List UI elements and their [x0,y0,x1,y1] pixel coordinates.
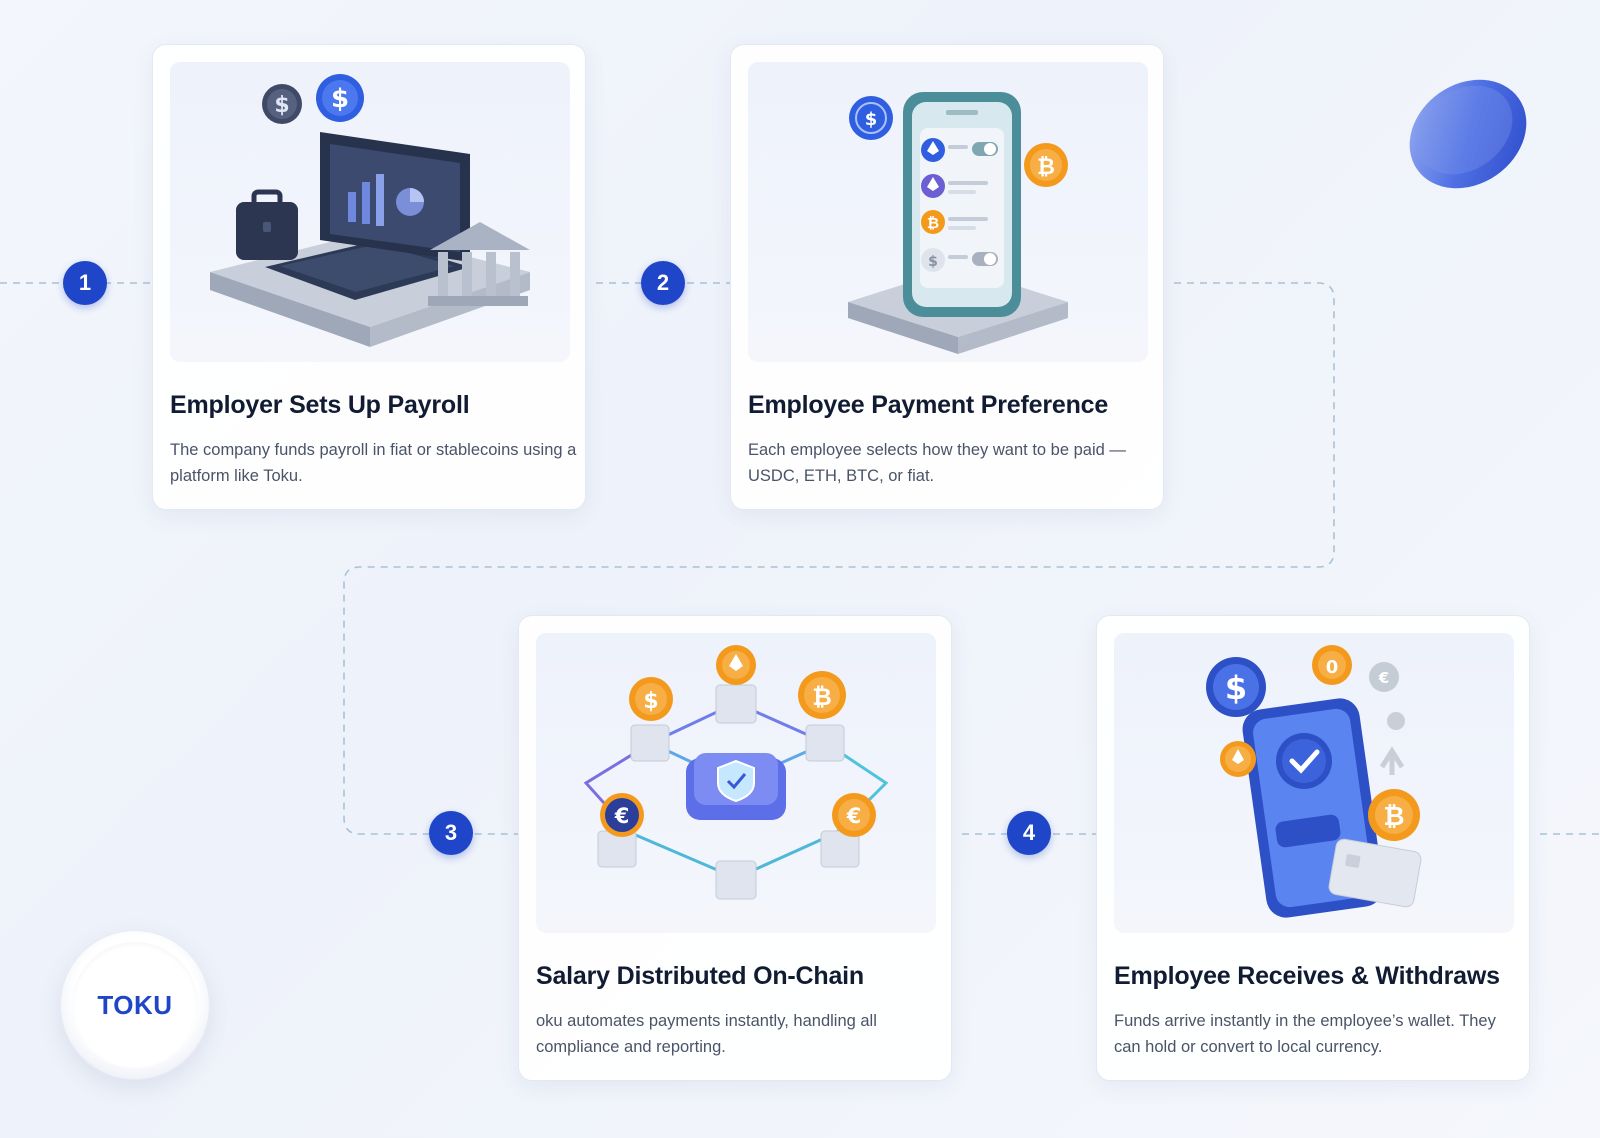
svg-text:$: $ [928,254,938,270]
step-4-badge: 4 [1007,811,1051,855]
toku-logo: TOKU [60,930,210,1080]
dollar-coin-icon: $ [1206,657,1266,717]
bitcoin-coin-icon: ₿ [798,671,846,719]
step-description: oku automates payments instantly, handli… [536,1008,944,1060]
payroll-setup-illustration: $ $ [170,62,570,362]
step-2-badge: 2 [641,261,685,305]
svg-text:$: $ [331,84,349,114]
step-title: Employee Payment Preference [748,391,1153,420]
step-title: Salary Distributed On-Chain [536,962,941,991]
ethereum-coin-icon [1220,741,1256,777]
step-card-1: $ $ Employer Sets Up Payroll The company… [152,44,586,510]
step-description: Funds arrive instantly in the employee’s… [1114,1008,1522,1060]
euro-coin-icon: € [600,793,644,837]
dollar-coin-icon: $ [629,677,673,721]
ethereum-coin-icon [716,645,756,685]
bitcoin-coin-icon: ₿ [1024,143,1068,187]
svg-text:$: $ [274,93,289,118]
svg-text:$: $ [865,109,878,130]
svg-text:₿: ₿ [1383,802,1404,832]
svg-text:€: € [614,804,630,828]
step-description: Each employee selects how they want to b… [748,437,1156,489]
step-description: The company funds payroll in fiat or sta… [170,437,578,489]
decorative-blue-disc [1398,70,1538,200]
step-card-3: $ ₿ € € Salary Distrib [518,615,952,1081]
svg-text:€: € [846,804,862,828]
coin-icon: 0 [1312,645,1352,685]
svg-text:₿: ₿ [812,683,832,711]
step-1-badge: 1 [63,261,107,305]
svg-text:₿: ₿ [1037,155,1055,180]
bitcoin-coin-icon: ₿ [1368,789,1420,841]
svg-text:$: $ [643,689,658,714]
shield-check-icon [718,761,754,801]
svg-text:0: 0 [1326,657,1339,678]
usdc-coin-icon: $ [849,96,893,140]
toku-logo-inner: TOKU [72,942,198,1068]
step-title: Employer Sets Up Payroll [170,391,575,420]
svg-text:€: € [1378,669,1389,687]
step-title: Employee Receives & Withdraws [1114,962,1519,991]
toku-logo-text: TOKU [97,990,172,1021]
step-card-2: ₿ $ $ ₿ Employee Payment Preferenc [730,44,1164,510]
euro-coin-icon: € [832,793,876,837]
dollar-coin-icon: $ [316,74,364,122]
briefcase-icon [236,192,298,260]
wallet-withdraw-illustration: $ 0 € ₿ [1114,633,1514,933]
blockchain-distribution-illustration: $ ₿ € € [536,633,936,933]
payment-preference-illustration: ₿ $ $ ₿ [748,62,1148,362]
step-3-badge: 3 [429,811,473,855]
dollar-coin-icon: $ [262,84,302,124]
svg-text:$: $ [1225,669,1247,707]
svg-text:₿: ₿ [927,214,939,232]
checkmark-icon [1276,733,1332,789]
smartphone-icon: ₿ $ [903,92,1021,317]
euro-coin-icon: € [1369,662,1399,692]
step-card-4: $ 0 € ₿ Employee [1096,615,1530,1081]
